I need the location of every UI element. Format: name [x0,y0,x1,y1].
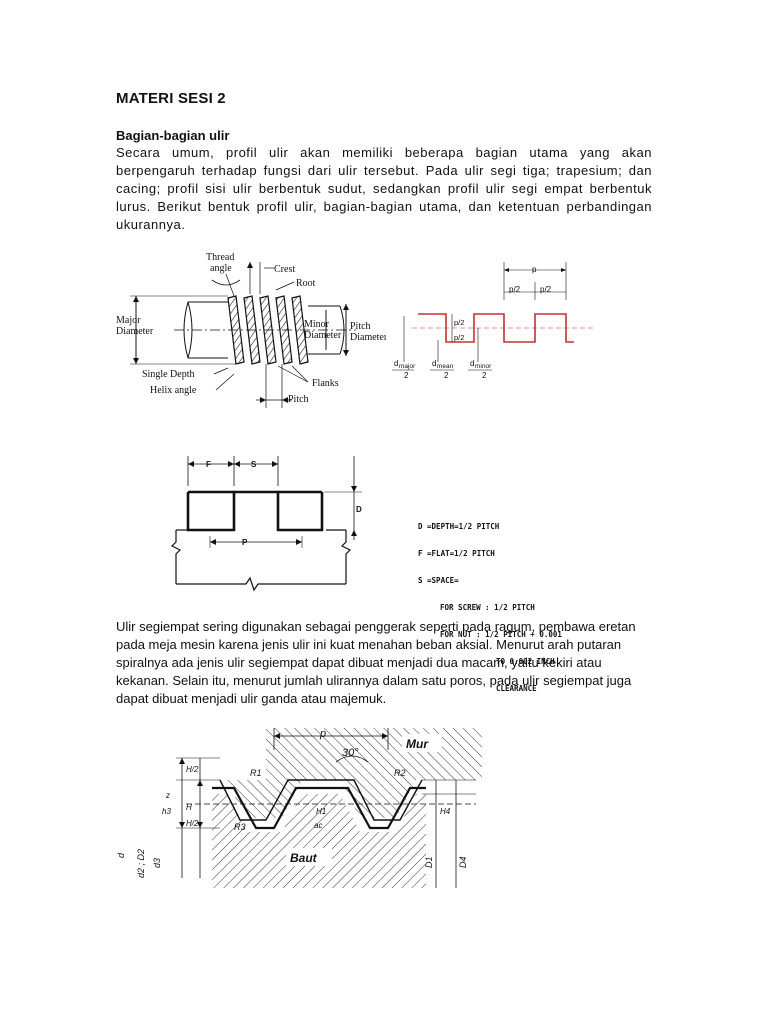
note-screw: FOR SCREW : 1/2 PITCH [440,603,535,612]
d3-label: d3 [152,858,162,868]
mur-label: Mur [406,737,429,751]
note-clearance: CLEARANCE [496,684,537,693]
h1-label: H1 [316,807,326,816]
minor-diameter-label: Minor [304,319,330,330]
pitch-diameter-label: Pitch [350,321,371,332]
trapezoid-thread-figure: p 30° Mur Baut R1 R2 R3 H/2 H H/2 z [116,728,482,888]
note-depth: D =DEPTH=1/2 PITCH [418,522,500,531]
helix-angle-label: Helix angle [150,385,197,396]
root-label: Root [296,278,316,289]
note-clearance-range: TO 0.002 INCH [496,657,555,666]
r3-label: R3 [234,822,246,832]
svg-text:p/2: p/2 [540,285,552,294]
square-profile-figure: p p/2 p/2 p/2 p/2 d major 2 d mean 2 d [390,262,595,384]
svg-text:Diameter: Diameter [350,332,386,343]
pitch-p-label: P [242,538,248,547]
trap-p-label: p [319,728,326,740]
r2-label: R2 [394,768,406,778]
thread-angle-label: Thread [206,252,234,263]
svg-text:p/2: p/2 [454,333,464,342]
section-heading: Bagian-bagian ulir [116,128,230,143]
crest-label: Crest [274,264,295,275]
square-thread-figure: F S D P [166,450,366,598]
h-half-bottom-label: H/2 [186,819,199,828]
d-mean-label: d [432,359,436,368]
paragraph-intro: Secara umum, profil ulir akan memiliki b… [116,145,652,232]
svg-text:major: major [399,363,416,370]
svg-text:2: 2 [482,371,487,380]
angle-30-label: 30° [342,747,359,759]
svg-text:p/2: p/2 [509,285,521,294]
note-space: S =SPACE= [418,576,459,585]
note-nut: FOR NUT : 1/2 PITCH + 0.001 [440,630,562,639]
svg-text:Diameter: Diameter [304,330,342,341]
svg-text:2: 2 [444,371,449,380]
note-flat: F =FLAT=1/2 PITCH [418,549,495,558]
d2-D2-label: d2 ; D2 [136,849,146,878]
thread-parts-figure: Major Diameter Pitch Diameter Minor Diam… [116,250,386,410]
svg-text:Diameter: Diameter [116,326,154,337]
major-diameter-label: Major [116,315,141,326]
paragraph-square-thread: Ulir segiempat sering digunakan sebagai … [116,619,636,706]
profile-p-label: p [532,265,537,274]
svg-text:minor: minor [475,363,492,370]
space-s-label: S [251,460,257,469]
d-minor-label: d [470,359,474,368]
pitch-label: Pitch [288,394,309,405]
h4-label: H4 [440,807,451,816]
h-label: H [186,803,192,812]
svg-text:mean: mean [437,363,454,370]
ac-label: ac [314,821,322,830]
svg-text:p/2: p/2 [454,318,464,327]
baut-label: Baut [290,851,318,865]
d-major-label: d [394,359,398,368]
svg-text:angle: angle [210,263,232,274]
flanks-label: Flanks [312,378,339,389]
D1-label: D1 [424,856,434,868]
d-label: d [116,852,126,858]
svg-text:2: 2 [404,371,409,380]
flat-f-label: F [206,460,211,469]
single-depth-label: Single Depth [142,369,195,380]
h-half-top-label: H/2 [186,765,199,774]
D4-label: D4 [458,856,468,868]
depth-d-label: D [356,505,362,514]
r1-label: R1 [250,768,262,778]
document-title: MATERI SESI 2 [116,90,226,107]
z-label: z [165,791,170,800]
square-thread-notes: D =DEPTH=1/2 PITCH F =FLAT=1/2 PITCH S =… [418,504,562,711]
h3-label: h3 [162,807,171,816]
